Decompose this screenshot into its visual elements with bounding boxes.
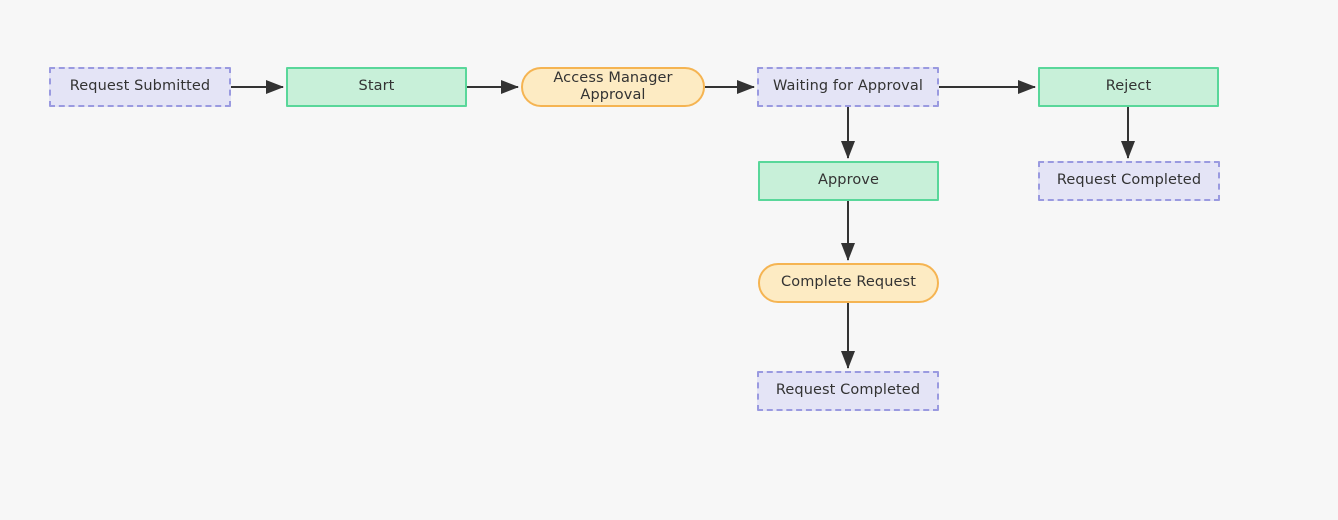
node-label: Start bbox=[358, 78, 395, 95]
node-label: Request Completed bbox=[1056, 172, 1202, 189]
node-label: Complete Request bbox=[781, 274, 916, 291]
node-reject-request-completed[interactable]: Request Completed bbox=[1038, 161, 1220, 201]
node-approve[interactable]: Approve bbox=[758, 161, 939, 201]
node-label: Request Submitted bbox=[69, 78, 211, 95]
node-label: Reject bbox=[1105, 78, 1152, 95]
node-complete-request[interactable]: Complete Request bbox=[758, 263, 939, 303]
node-waiting-for-approval[interactable]: Waiting for Approval bbox=[757, 67, 939, 107]
node-label: Request Completed bbox=[775, 382, 921, 399]
node-start[interactable]: Start bbox=[286, 67, 467, 107]
node-label: Access Manager Approval bbox=[553, 69, 673, 103]
node-label: Waiting for Approval bbox=[773, 78, 923, 95]
node-approve-request-completed[interactable]: Request Completed bbox=[757, 371, 939, 411]
node-label: Approve bbox=[817, 172, 880, 189]
node-request-submitted[interactable]: Request Submitted bbox=[49, 67, 231, 107]
node-reject[interactable]: Reject bbox=[1038, 67, 1219, 107]
node-access-manager-approval[interactable]: Access Manager Approval bbox=[521, 67, 705, 107]
